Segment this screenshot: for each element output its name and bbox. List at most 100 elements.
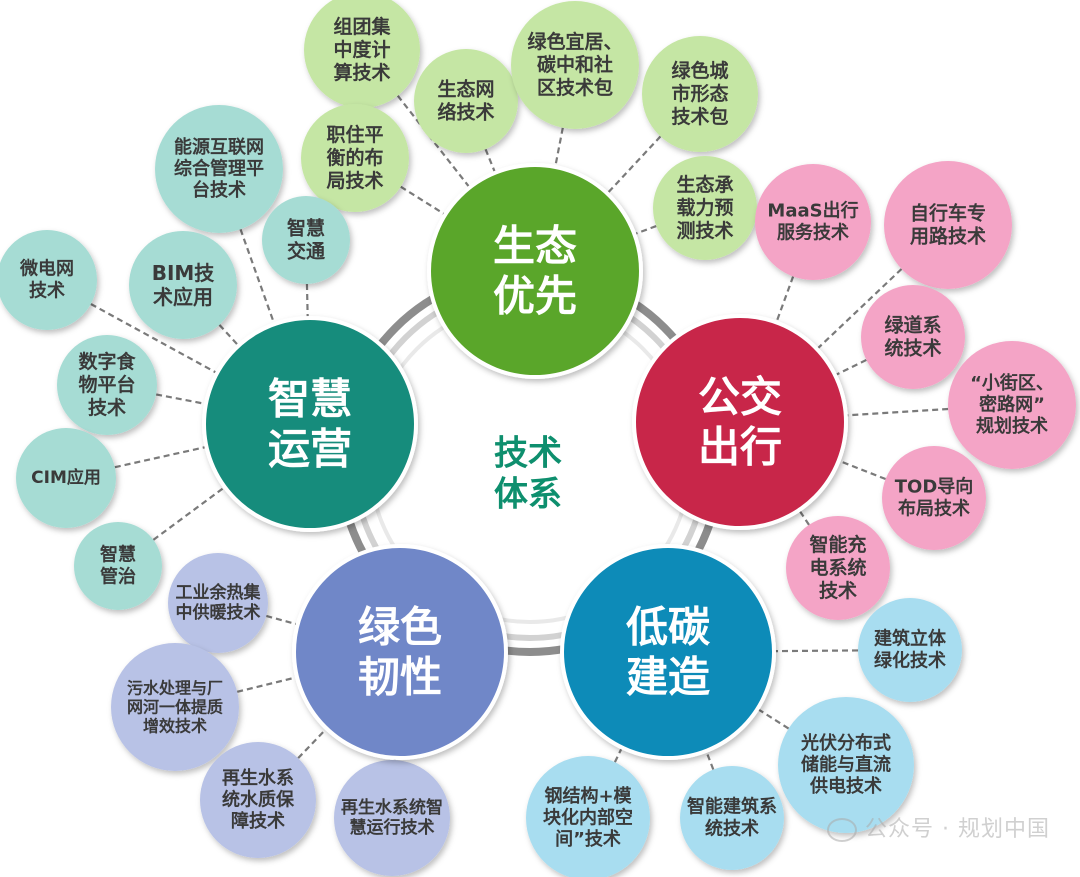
- leaf-label: 中度计: [333, 38, 390, 61]
- connector-line: [841, 407, 949, 417]
- leaf-label: 区技术包: [537, 76, 613, 99]
- connector-line: [613, 743, 625, 763]
- hub-label: 生态: [493, 221, 577, 270]
- leaf-label: 微电网: [19, 258, 74, 280]
- leaf-label: 供电技术: [809, 775, 882, 797]
- center-title: 技术: [494, 434, 562, 474]
- hub-circle: [560, 544, 776, 760]
- leaf-label: 电系统: [809, 556, 866, 579]
- leaf-circle: [858, 598, 962, 702]
- leaf-circle: [0, 230, 97, 330]
- leaf-label: 碳中和社: [537, 53, 613, 76]
- hub-circle: [632, 314, 848, 530]
- leaf-label: 密路网”: [979, 394, 1045, 416]
- connector-line: [769, 649, 859, 653]
- leaf-label: 规划技术: [976, 415, 1048, 437]
- hub-label: 出行: [698, 423, 782, 472]
- connector-line: [265, 614, 302, 627]
- leaf-label: 物平台: [78, 373, 135, 396]
- connector-line: [90, 303, 222, 376]
- leaf-label: 障技术: [231, 810, 285, 832]
- leaf-circle: [653, 156, 757, 260]
- connector-line: [239, 228, 277, 329]
- leaf-circle: [882, 446, 986, 550]
- leaf-label: 统技术: [705, 817, 759, 839]
- connector-line: [114, 444, 211, 469]
- leaf-label: 技术: [819, 579, 857, 602]
- leaf-label: 块化内部空: [543, 807, 633, 829]
- leaf-circle: [414, 49, 518, 153]
- leaf-label: 中供暖技术: [176, 602, 261, 623]
- leaf-label: 交通: [287, 239, 326, 262]
- leaf-label: 载力预: [676, 196, 733, 219]
- hub-label: 绿色: [358, 602, 442, 651]
- leaf-label: 再生水系统智: [341, 797, 443, 818]
- leaf-circle: [111, 643, 239, 771]
- leaf-label: 局技术: [326, 169, 383, 192]
- leaf-circle: [304, 0, 420, 108]
- leaf-label: 污水处理与厂: [127, 678, 223, 697]
- connector-line: [218, 324, 243, 350]
- leaf-label: 绿色城: [671, 59, 728, 82]
- connector-line: [813, 268, 903, 353]
- hub-label: 公交: [698, 372, 782, 421]
- leaf-label: 工业余热集: [176, 582, 262, 603]
- leaf-label: 自行车专: [910, 202, 986, 225]
- leaf-label: TOD导向: [895, 476, 974, 498]
- leaf-label: 储能与直流: [800, 754, 891, 776]
- leaf-label: 术应用: [153, 285, 213, 309]
- hub-label: 建造: [626, 653, 710, 702]
- connector-line: [753, 705, 790, 730]
- leaf-label: 管治: [100, 565, 136, 587]
- connector-line: [703, 746, 715, 770]
- leaf-label: 建筑立体: [874, 628, 947, 650]
- leaf-label: 服务技术: [777, 221, 849, 243]
- leaf-label: 市形态: [671, 82, 728, 105]
- connector-line: [297, 724, 331, 759]
- leaf-circle: [74, 522, 162, 610]
- leaf-label: 能源互联网: [174, 136, 264, 158]
- connector-line: [834, 458, 886, 481]
- leaf-label: BIM技: [152, 261, 216, 285]
- leaf-node: CIM应用: [16, 428, 116, 528]
- leaf-label: 布局技术: [898, 497, 970, 519]
- leaf-circle: [334, 760, 450, 876]
- watermark: 公众号 · 规划中国: [827, 811, 1050, 843]
- leaf-label: 技术包: [671, 105, 728, 128]
- connector-line: [831, 358, 867, 379]
- leaf-circle: [755, 164, 871, 280]
- leaf-label: 智能建筑系: [687, 796, 777, 818]
- leaf-label: 综合管理平: [174, 158, 264, 180]
- hub-label: 智慧: [268, 374, 352, 423]
- leaf-circle: [155, 105, 283, 233]
- leaf-label: 网河一体提质: [127, 698, 223, 717]
- watermark-text: 公众号 · 规划中国: [865, 817, 1050, 842]
- leaf-label: 数字食: [78, 350, 136, 373]
- leaf-label: 台技术: [192, 179, 246, 201]
- leaf-label: 衡的布: [326, 146, 383, 169]
- connector-line: [795, 506, 810, 526]
- leaf-label: 绿道系: [884, 314, 941, 337]
- leaf-circle: [786, 516, 890, 620]
- leaf-circle: [511, 1, 639, 129]
